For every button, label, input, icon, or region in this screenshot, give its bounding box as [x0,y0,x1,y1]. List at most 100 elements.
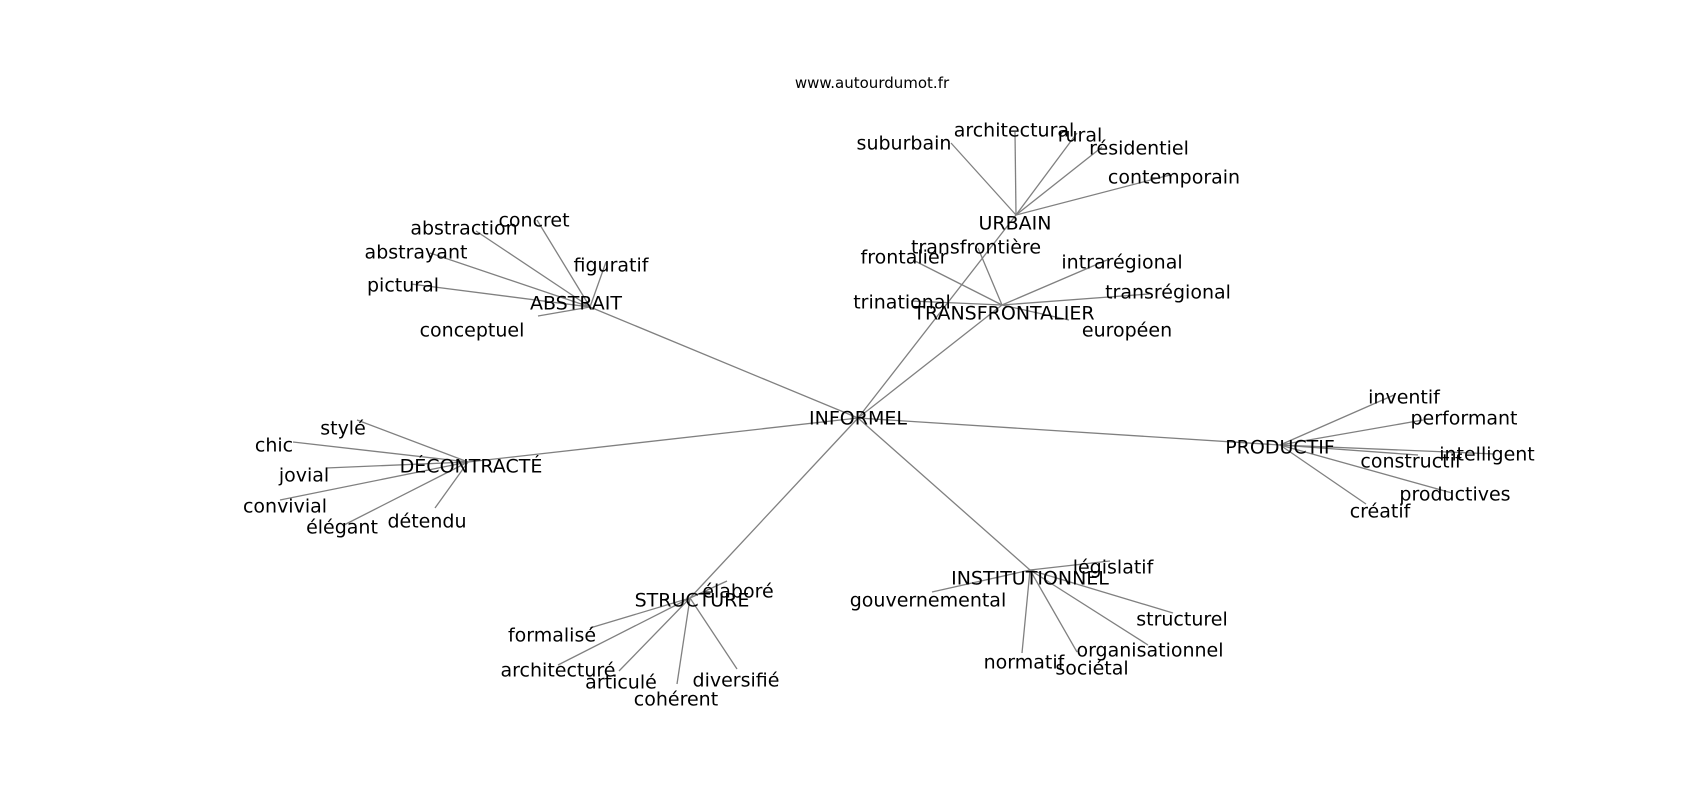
edges [279,131,1496,685]
leaf-node-label: convivial [243,496,327,518]
leaf-node-label: européen [1082,320,1172,342]
edge-hub-leaf [1001,293,1150,306]
edge-center-hub [467,417,859,463]
edge-hub-leaf [618,597,691,672]
leaf-node-label: élégant [306,517,378,539]
leaf-node-label: élaboré [702,581,773,603]
edge-hub-leaf [1279,444,1496,455]
edge-hub-leaf [475,230,591,308]
hub-node-label: URBAIN [979,213,1052,235]
edge-hub-leaf [434,461,469,509]
edge-hub-leaf [1029,569,1149,646]
leaf-node-label: performant [1411,408,1518,430]
edge-hub-leaf [356,419,469,463]
leaf-node-label: architectural [954,120,1075,142]
site-url: www.autourdumot.fr [795,74,950,92]
edge-hub-leaf [557,597,691,666]
hub-node-label: ABSTRAIT [530,293,622,315]
leaf-node-label: rural [1058,125,1103,147]
leaf-node-label: cohérent [634,689,718,711]
edge-hub-leaf [325,461,469,469]
edge-hub-leaf [410,283,591,308]
edge-hub-leaf [912,259,1003,306]
leaf-node-label: créatif [1350,501,1412,523]
edge-hub-leaf [279,461,469,501]
edge-hub-leaf [689,597,738,670]
leaf-node-label: figuratif [574,255,650,277]
hub-node-label: DÉCONTRACTÉ [400,455,543,478]
leaf-node-label: architecturé [501,660,616,682]
leaf-node-label: abstrayant [365,242,468,264]
edge-hub-leaf [950,142,1017,216]
leaf-node-label: structurel [1136,609,1228,631]
leaf-node-label: suburbain [857,133,952,155]
leaf-node-label: formalisé [508,625,596,647]
edge-hub-leaf [977,247,1003,306]
edge-hub-leaf [676,597,691,685]
leaf-node-label: concret [498,210,569,232]
edge-hub-leaf [1001,304,1070,321]
leaf-node-label: frontalier [861,247,948,269]
leaf-node-label: transfrontière [911,237,1041,259]
leaf-node-label: constructif [1360,451,1462,473]
edge-center-hub [689,417,859,599]
edge-hub-leaf [292,441,469,463]
edge-hub-leaf [1279,444,1367,505]
edge-hub-leaf [1014,131,1017,216]
leaf-node-label: intelligent [1439,444,1535,466]
leaf-node-label: conceptuel [420,320,525,342]
leaf-node-label: gouvernemental [850,590,1006,612]
leaf-node-label: sociétal [1055,658,1128,680]
leaf-node-label: diversifié [693,670,780,692]
leaf-node-label: productives [1399,484,1510,506]
leaf-node-label: transrégional [1105,282,1231,304]
hub-node-label: STRUCTURE [635,590,750,612]
edge-hub-leaf [1021,569,1031,654]
edge-hub-leaf [1015,146,1103,216]
edge-center-hub [857,417,1031,571]
edge-hub-leaf [537,306,591,317]
node-labels: INFORMEL ABSTRAIT concretabstractionabstra… [243,120,1535,711]
edge-hub-leaf [689,580,728,599]
center-node-label: INFORMEL [809,408,907,430]
edge-hub-leaf [1279,419,1424,446]
edge-center-hub [589,306,859,419]
edge-hub-leaf [429,252,591,308]
leaf-node-label: abstraction [410,218,517,240]
edge-hub-leaf [1279,444,1453,494]
edge-center-hub [857,304,1003,419]
edge-hub-leaf [1015,132,1078,216]
leaf-node-label: stylé [320,418,366,440]
edge-hub-leaf [931,569,1031,593]
edge-center-hub [857,214,1017,419]
leaf-node-label: articulé [585,672,657,694]
leaf-node-label: intrarégional [1061,252,1182,274]
edge-hub-leaf [1029,569,1174,614]
leaf-node-label: législatif [1073,557,1155,579]
leaf-node-label: trinational [853,292,951,314]
leaf-node-label: résidentiel [1089,138,1189,160]
leaf-node-label: inventif [1368,387,1441,409]
edge-hub-leaf [1029,569,1078,653]
leaf-node-label: normatif [984,652,1066,674]
leaf-node-label: chic [255,435,293,457]
edge-hub-leaf [589,261,607,308]
hub-node-label: PRODUCTIF [1225,437,1335,459]
leaf-node-label: organisationnel [1076,640,1223,662]
edge-hub-leaf [1279,444,1419,456]
edge-hub-leaf [1015,174,1171,216]
edge-center-hub [857,417,1281,446]
edge-hub-leaf [343,461,469,526]
leaf-node-label: détendu [387,511,466,533]
edge-hub-leaf [536,219,591,308]
hub-node-label: TRANSFRONTALIER [912,303,1094,325]
edge-hub-leaf [1029,560,1111,571]
edge-hub-leaf [1001,259,1108,306]
hub-node-label: INSTITUTIONNEL [951,568,1109,590]
leaf-node-label: pictural [367,275,439,297]
edge-hub-leaf [1279,394,1395,446]
leaf-node-label: jovial [278,465,329,487]
leaf-node-label: contemporain [1108,167,1240,189]
edge-hub-leaf [589,597,691,629]
